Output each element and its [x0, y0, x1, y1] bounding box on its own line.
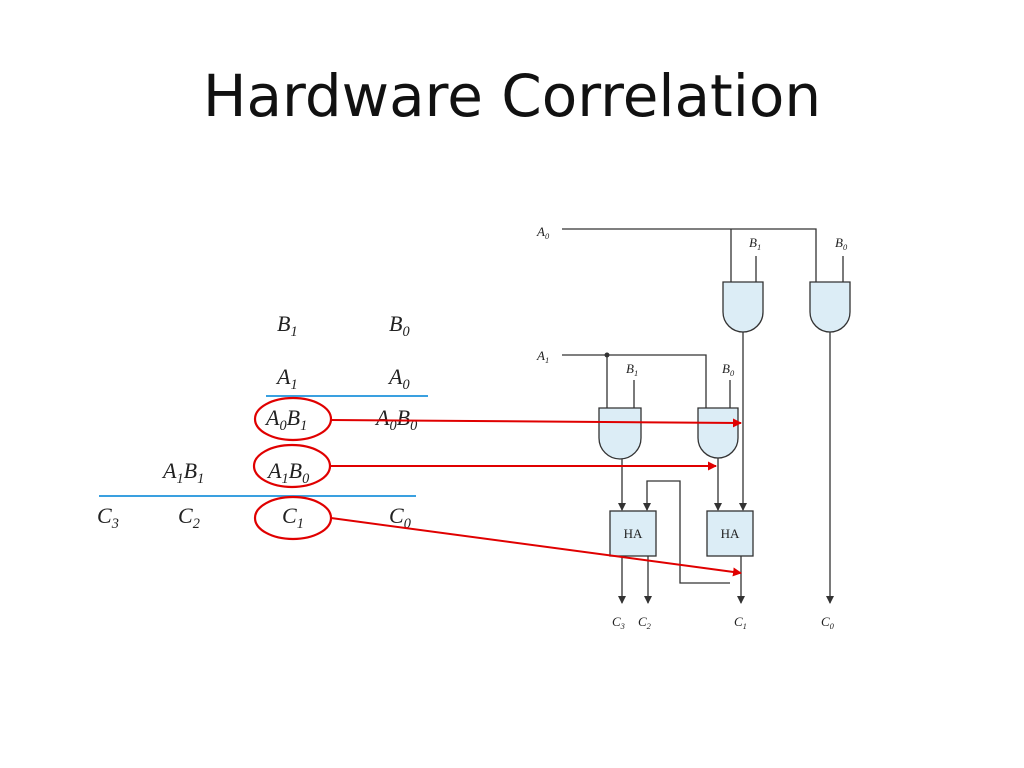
multiplicand-b1: B1 [277, 311, 298, 340]
label-b1-top: B1 [749, 235, 761, 252]
output-c1: C1 [734, 614, 747, 631]
ha-right-label: HA [721, 526, 740, 541]
wire-a0 [562, 228, 817, 282]
result-c0: C0 [389, 503, 411, 532]
output-c0: C0 [821, 614, 835, 631]
partial-a0b0: A0B0 [374, 405, 417, 434]
highlight-a0b1 [253, 396, 333, 442]
label-a1: A1 [536, 348, 549, 365]
arrow-c1-to-output [330, 517, 742, 577]
output-c2: C2 [638, 614, 652, 631]
ha-left-label: HA [624, 526, 643, 541]
and-gate-a1b1 [598, 407, 642, 460]
wire-carry [643, 480, 730, 584]
partial-a0b1: A0B1 [264, 405, 307, 434]
label-a0: A0 [536, 224, 550, 241]
label-b0-mid: B0 [722, 361, 735, 378]
output-c3: C3 [612, 614, 625, 631]
multiplier-a1: A1 [275, 364, 298, 393]
correlation-annotations [252, 396, 742, 577]
and-gate-a1b0 [697, 407, 739, 459]
wire-a1 [562, 354, 707, 408]
and-gate-a0b0 [809, 281, 851, 333]
multiplicand-b0: B0 [389, 311, 410, 340]
multiplication-table: B1 B0 A1 A0 A0B1 A0B0 A1B1 A1B0 C3 C2 C1… [97, 311, 428, 532]
slide-title: Hardware Correlation [202, 62, 822, 130]
and-gate-a0b1 [722, 281, 764, 333]
partial-a1b1: A1B1 [161, 458, 204, 487]
multiplier-a0: A0 [387, 364, 410, 393]
label-b1-mid: B1 [626, 361, 638, 378]
result-c2: C2 [178, 503, 200, 532]
result-c3: C3 [97, 503, 119, 532]
label-b0-top: B0 [835, 235, 848, 252]
partial-a1b0: A1B0 [266, 458, 309, 487]
half-adder-left: HA [609, 510, 657, 557]
junction-dot [604, 352, 610, 358]
result-c1: C1 [282, 503, 304, 532]
circuit: A0 B1 B0 A1 B1 B0 [536, 224, 851, 631]
half-adder-right: HA [706, 510, 754, 557]
arrow-a0b1-to-gate [330, 418, 742, 428]
